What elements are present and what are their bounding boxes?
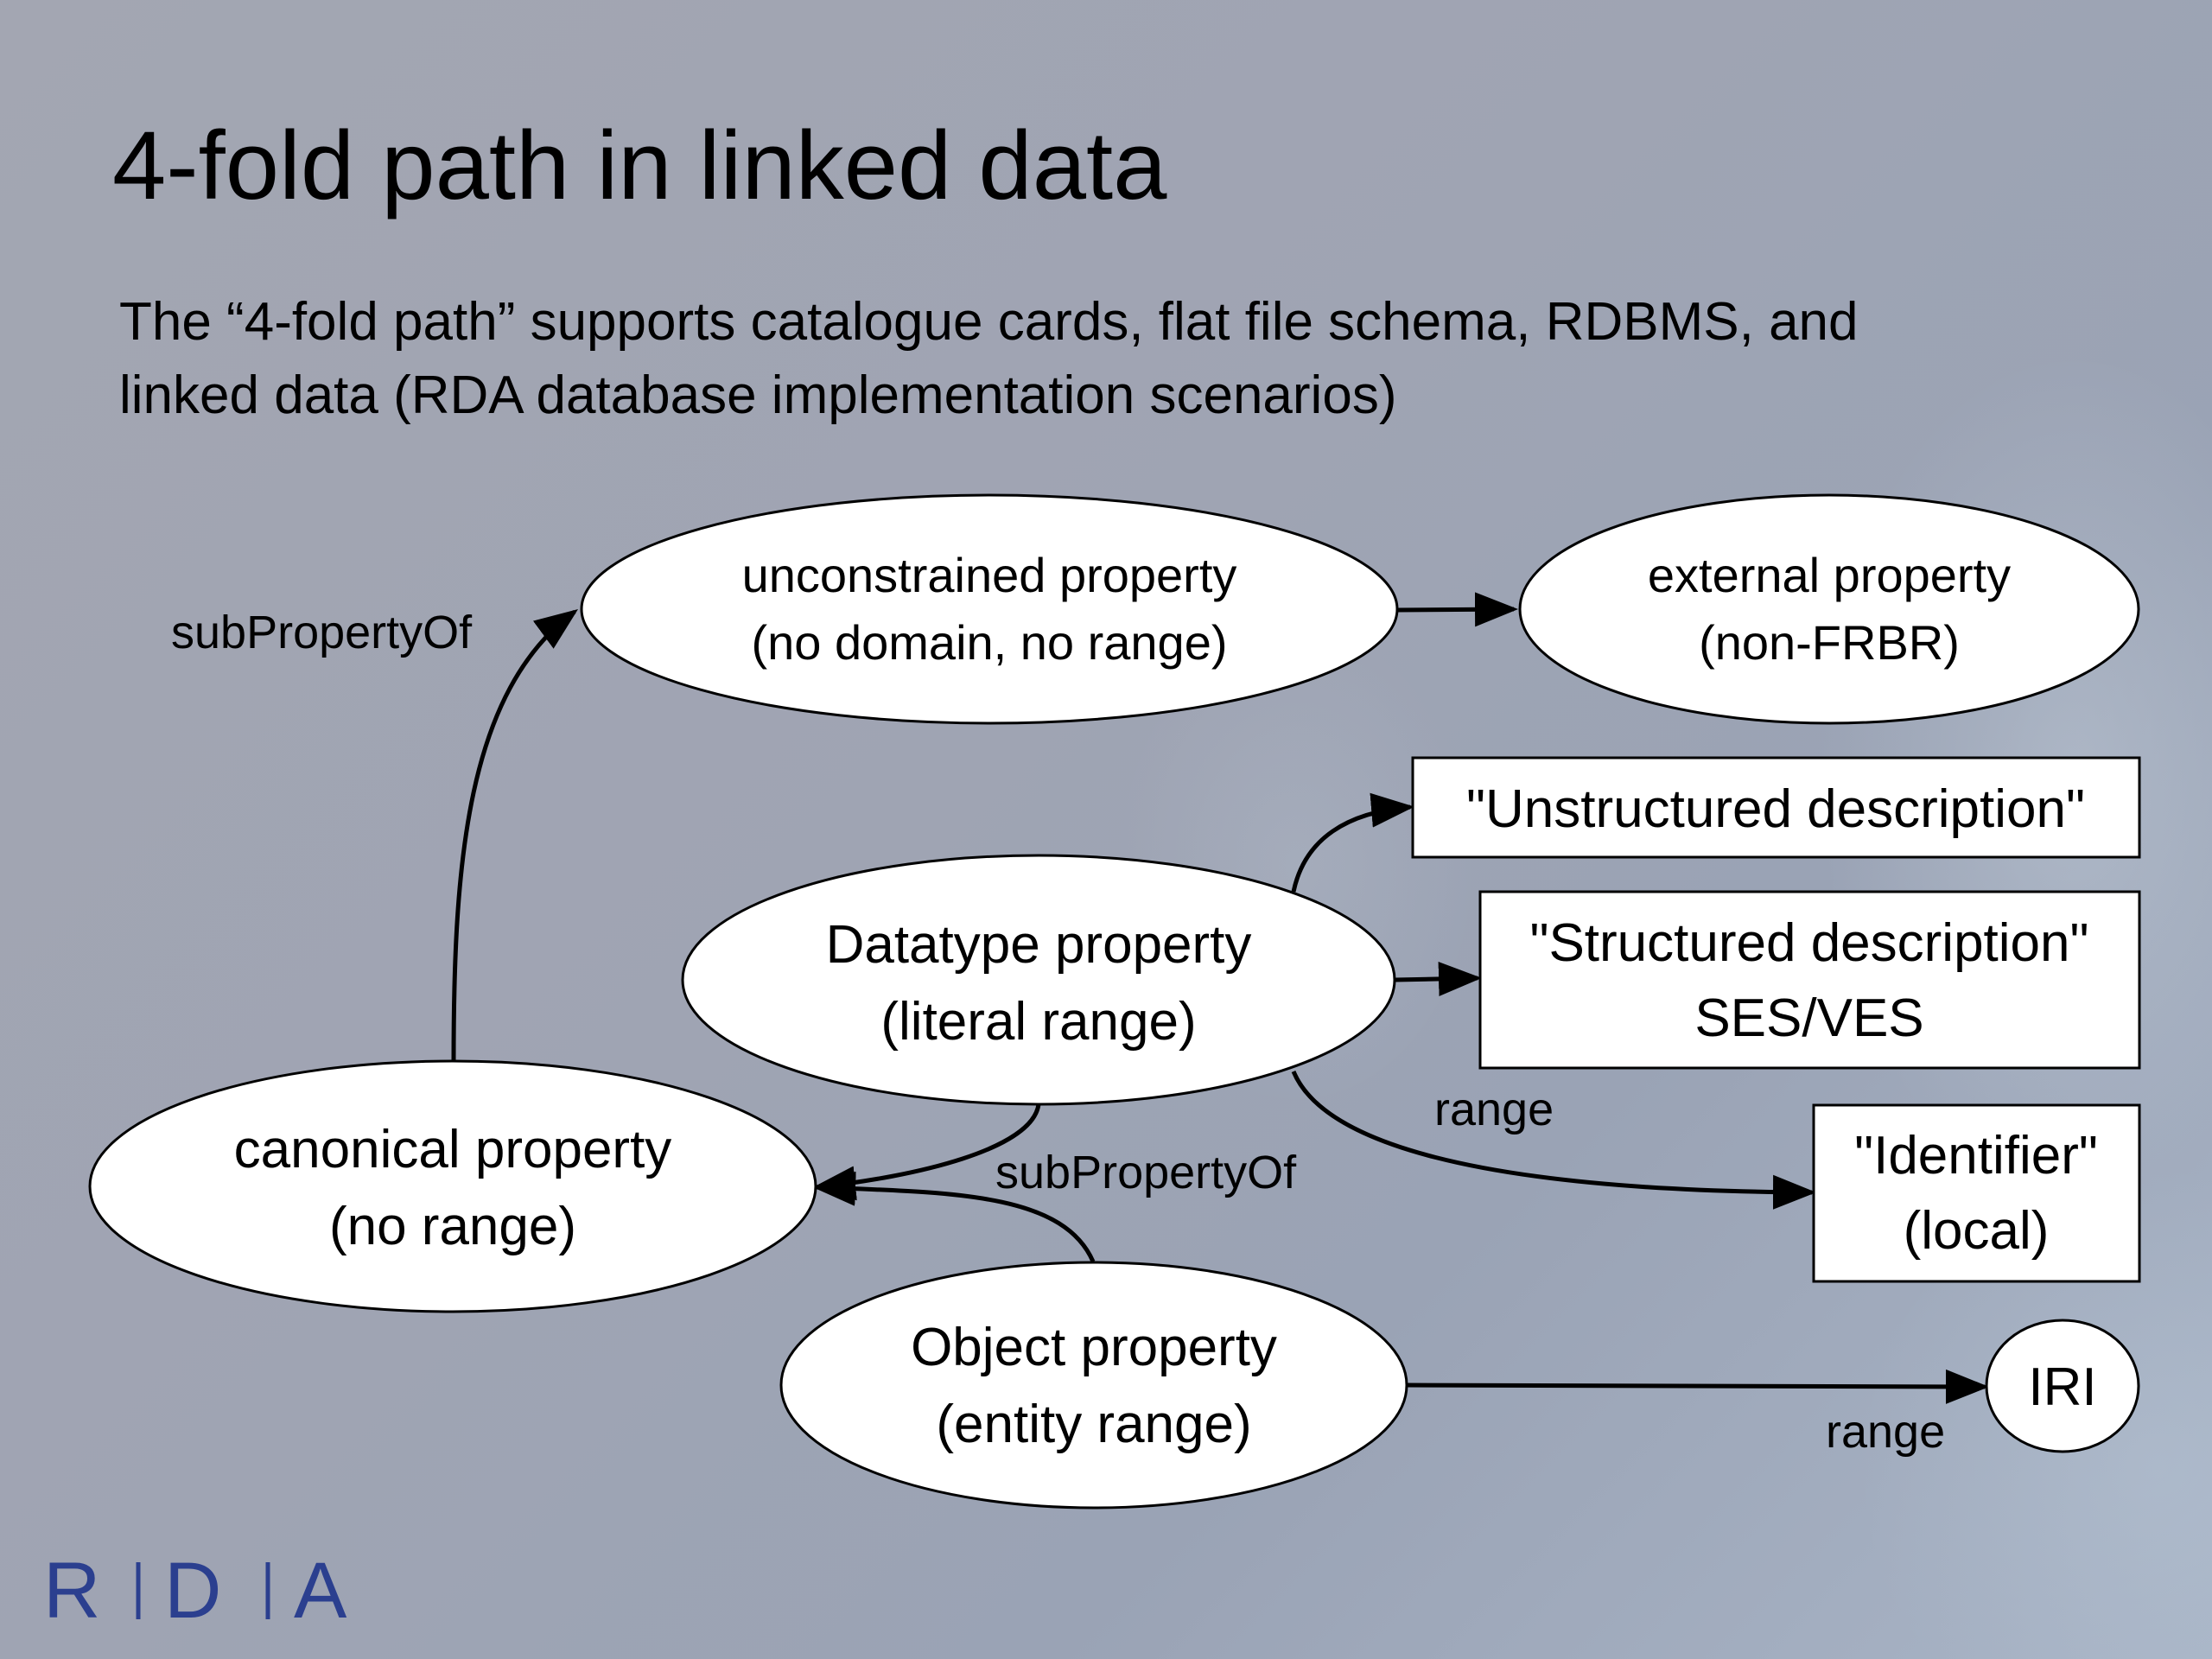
slide-subtitle: The “4-fold path” supports catalogue car…: [119, 285, 2107, 432]
node-identifier-line-1: "Identifier": [1854, 1126, 2098, 1185]
node-object-line-1: Object property: [911, 1318, 1277, 1377]
node-external-line-2: (non-FRBR): [1699, 615, 1960, 670]
node-object-line-2: (entity range): [936, 1395, 1251, 1454]
edge-object-to-canonical: [812, 1171, 1096, 1263]
edge-datatype-to-structured: [1395, 961, 1482, 996]
node-canonical-line-2: (no range): [329, 1197, 576, 1256]
node-unstructured-description: "Unstructured description": [1411, 756, 2141, 859]
node-iri: IRI: [1985, 1319, 2140, 1453]
logo-letter-a: A: [294, 1555, 347, 1624]
node-datatype-property: Datatype property (literal range): [681, 854, 1396, 1106]
edge-label-subpropertyof-top: subPropertyOf: [171, 607, 473, 658]
node-datatype-line-1: Datatype property: [826, 915, 1252, 975]
logo-letter-d: D: [164, 1555, 221, 1624]
slide-title: 4-fold path in linked data: [112, 111, 1167, 219]
node-canonical-line-1: canonical property: [234, 1120, 672, 1179]
node-unconstrained-property: unconstrained property (no domain, no ra…: [580, 493, 1399, 725]
node-identifier-local: "Identifier" (local): [1812, 1103, 2141, 1283]
subtitle-line-1: The “4-fold path” supports catalogue car…: [119, 292, 1859, 352]
node-structured-line-1: "Structured description": [1529, 913, 2088, 973]
rda-logo: R D A: [43, 1555, 347, 1624]
edge-unconstrained-to-external: [1396, 592, 1518, 627]
edge-label-range-datatype: range: [1434, 1084, 1554, 1135]
node-unconstrained-line-1: unconstrained property: [742, 548, 1237, 602]
node-canonical-property: canonical property (no range): [88, 1059, 817, 1313]
node-external-property: external property (non-FRBR): [1518, 493, 2140, 725]
node-iri-label: IRI: [2028, 1357, 2096, 1417]
node-identifier-line-2: (local): [1904, 1201, 2050, 1261]
edge-datatype-to-unstructured: [1291, 792, 1414, 893]
edge-datatype-to-identifier: [1291, 1071, 1816, 1210]
node-external-line-1: external property: [1648, 548, 2011, 602]
node-datatype-line-2: (literal range): [880, 992, 1196, 1052]
subtitle-line-2: linked data (RDA database implementation…: [119, 365, 1397, 425]
edge-label-range-object: range: [1826, 1406, 1945, 1458]
edge-canonical-to-unconstrained: [451, 609, 579, 1062]
node-unconstrained-line-2: (no domain, no range): [751, 615, 1227, 670]
edge-label-subpropertyof-mid: subPropertyOf: [995, 1147, 1297, 1198]
edges: [451, 592, 1989, 1404]
node-unstructured-label: "Unstructured description": [1466, 779, 2085, 839]
node-object-property: Object property (entity range): [779, 1261, 1408, 1510]
node-structured-line-2: SES/VES: [1694, 988, 1923, 1048]
logo-letter-r: R: [43, 1555, 100, 1624]
node-structured-description: "Structured description" SES/VES: [1478, 890, 2141, 1070]
edge-object-to-iri: [1406, 1369, 1989, 1404]
